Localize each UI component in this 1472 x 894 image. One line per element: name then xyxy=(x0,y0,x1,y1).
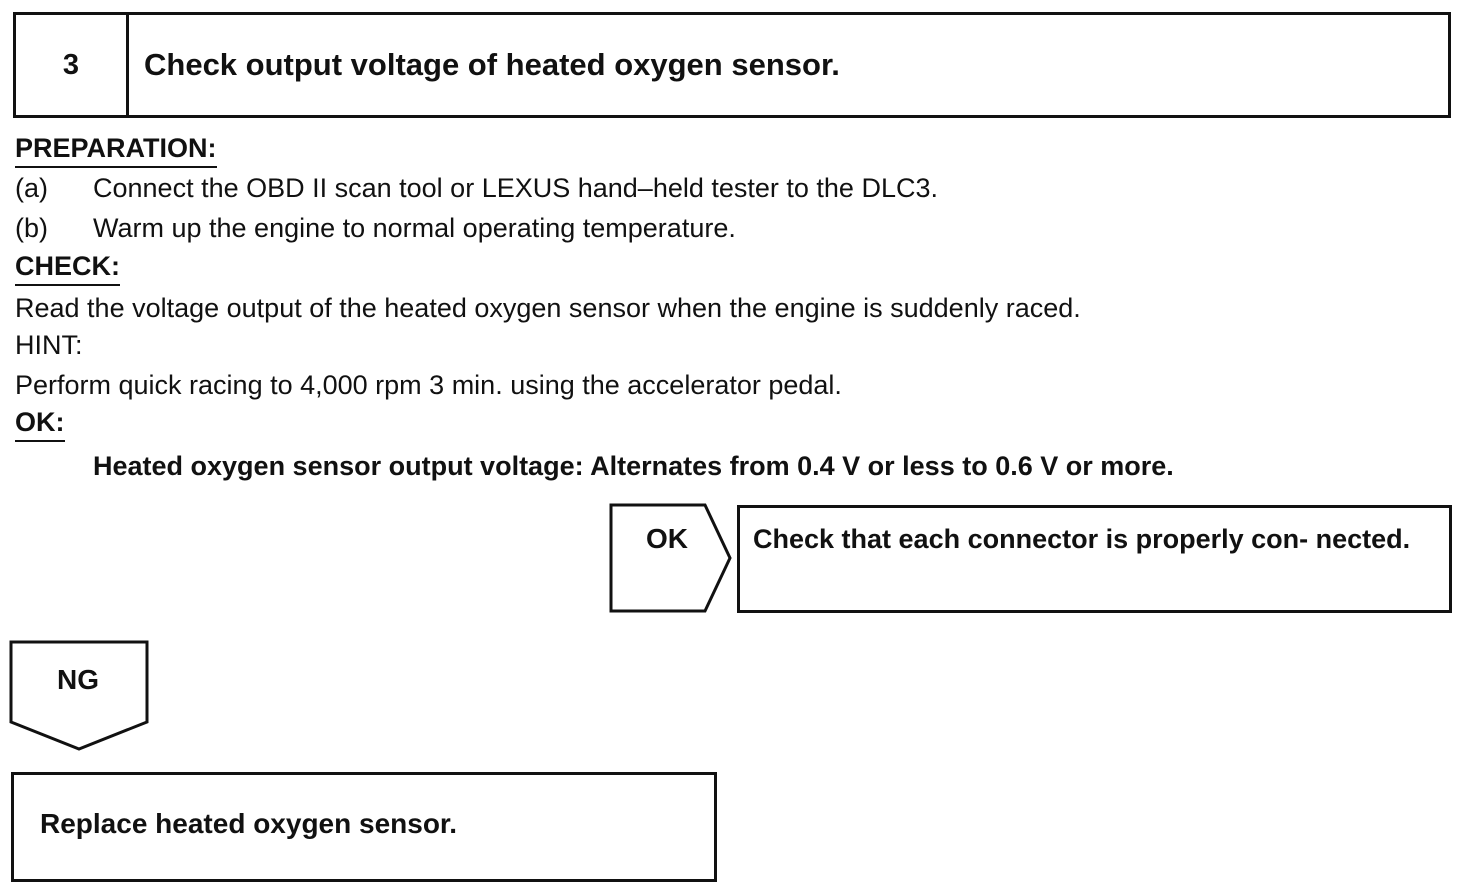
step-header-box xyxy=(13,12,1451,118)
preparation-item-label: (b) xyxy=(15,213,48,243)
hint-heading: HINT: xyxy=(15,330,83,360)
step-header-divider xyxy=(126,12,129,118)
step-number: 3 xyxy=(62,48,80,81)
preparation-item-text: Warm up the engine to normal operating t… xyxy=(93,213,736,243)
ok-label: OK xyxy=(646,523,688,554)
ok-criteria-spec: Heated oxygen sensor output voltage: Alt… xyxy=(93,451,1174,481)
preparation-item-label: (a) xyxy=(15,173,48,203)
step-title: Check output voltage of heated oxygen se… xyxy=(144,47,840,82)
preparation-heading: PREPARATION: xyxy=(15,130,217,168)
preparation-item-b: (b) Warm up the engine to normal operatin… xyxy=(15,210,736,246)
ok-criteria-heading: OK: xyxy=(15,404,65,442)
ng-result-box xyxy=(11,772,717,882)
check-text: Read the voltage output of the heated ox… xyxy=(15,293,1081,323)
hint-text: Perform quick racing to 4,000 rpm 3 min.… xyxy=(15,370,842,400)
preparation-item-a: (a) Connect the OBD II scan tool or LEXUS… xyxy=(15,170,938,206)
ok-result-box xyxy=(737,505,1452,613)
ng-result-text: Replace heated oxygen sensor. xyxy=(40,808,458,839)
ng-label: NG xyxy=(57,664,99,695)
ok-arrow-shape xyxy=(609,503,732,613)
ng-arrow-shape xyxy=(9,640,149,751)
preparation-item-text: Connect the OBD II scan tool or LEXUS ha… xyxy=(93,173,938,203)
check-heading: CHECK: xyxy=(15,248,120,286)
ok-result-text: Check that each connector is properly co… xyxy=(753,524,1411,554)
